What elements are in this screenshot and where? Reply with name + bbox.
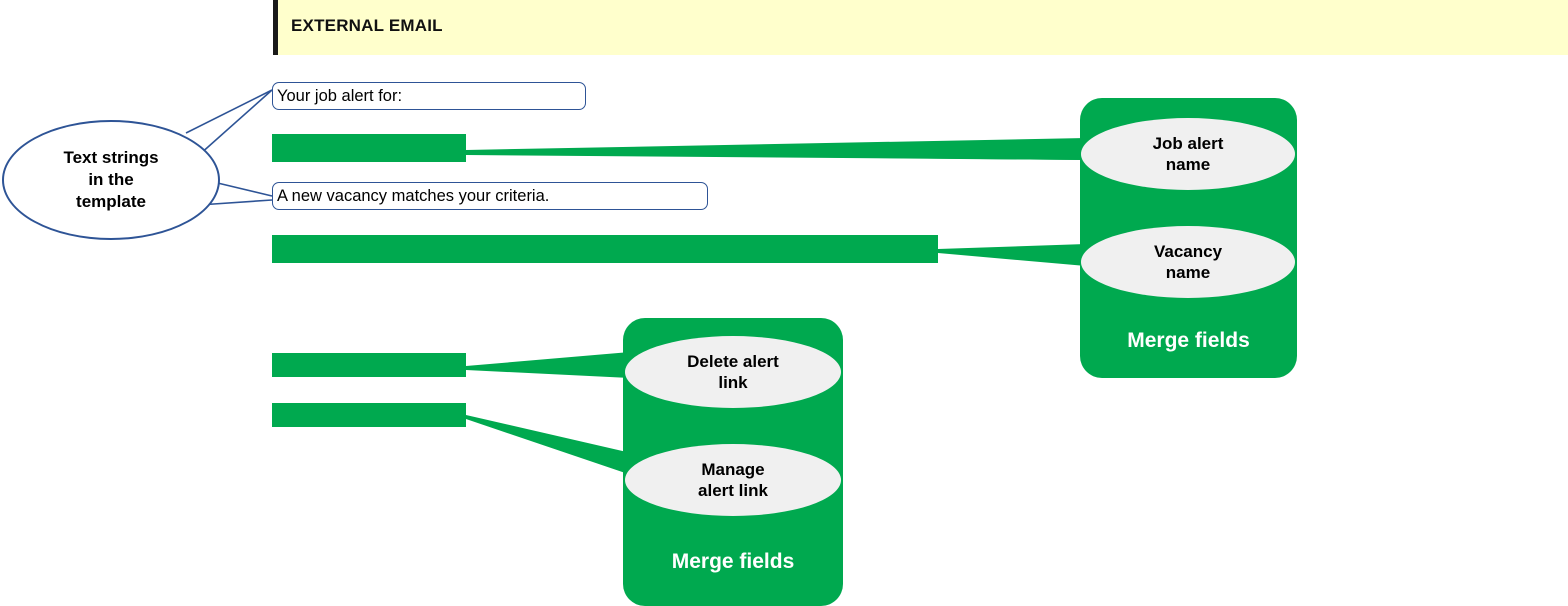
merge-field-vacancy-name-line-1: Vacancy: [1153, 241, 1223, 261]
merge-field-delete-alert-link-line-2: link: [718, 373, 748, 392]
merge-bar-vacancy-name: [272, 235, 938, 263]
connector-vacancy-name: [938, 244, 1086, 266]
merge-fields-panel-bottom-title: Merge fields: [671, 550, 795, 573]
merge-field-job-alert-name: Job alert name: [1081, 118, 1295, 190]
text-strings-line-2: in the: [88, 170, 134, 190]
merge-fields-panel-right-title: Merge fields: [1127, 329, 1250, 352]
text-box-new-vacancy: A new vacancy matches your criteria.: [272, 182, 708, 210]
merge-field-vacancy-name: Vacancy name: [1081, 226, 1295, 298]
connector-job-alert-name-outline: [466, 151, 1086, 160]
connector-job-alert-name: [466, 138, 1086, 160]
text-box-job-alert-for-label: Your job alert for:: [277, 86, 403, 105]
text-strings-ellipse-label: Text strings in the template: [63, 147, 158, 212]
text-box-job-alert-for: Your job alert for:: [272, 82, 586, 110]
merge-field-manage-alert-link-line-2: alert link: [698, 481, 768, 500]
merge-field-manage-alert-link-label: Manage alert link: [698, 459, 768, 502]
merge-bar-job-alert-name: [272, 134, 466, 162]
merge-bar-delete-link: [272, 353, 466, 377]
connector-manage-link: [466, 415, 640, 478]
merge-field-vacancy-name-line-2: name: [1165, 263, 1211, 282]
merge-field-job-alert-name-line-1: Job alert: [1152, 133, 1224, 153]
text-strings-line-3: template: [76, 191, 146, 211]
merge-field-job-alert-name-line-2: name: [1165, 155, 1211, 174]
text-box-new-vacancy-label: A new vacancy matches your criteria.: [277, 186, 550, 205]
external-email-label: EXTERNAL EMAIL: [291, 16, 443, 35]
merge-bar-manage-link: [272, 403, 466, 427]
merge-field-manage-alert-link: Manage alert link: [625, 444, 841, 516]
text-strings-line-1: Text strings: [63, 148, 159, 168]
merge-field-vacancy-name-label: Vacancy name: [1154, 241, 1222, 284]
connector-delete-link: [466, 352, 630, 378]
merge-field-job-alert-name-label: Job alert name: [1153, 133, 1224, 176]
merge-field-delete-alert-link-label: Delete alert link: [687, 351, 779, 394]
merge-field-delete-alert-link: Delete alert link: [625, 336, 841, 408]
merge-field-manage-alert-link-line-1: Manage: [701, 459, 765, 479]
text-strings-ellipse: Text strings in the template: [2, 120, 220, 240]
merge-field-delete-alert-link-line-1: Delete alert: [687, 351, 779, 371]
external-email-banner: [273, 0, 1568, 55]
banner-accent-bar: [273, 0, 278, 55]
